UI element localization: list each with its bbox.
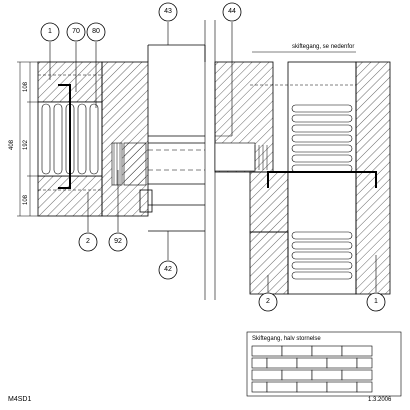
right-wall-section [214,51,391,295]
right-reinforcement-bar [267,171,377,188]
callout-2-bottom-right [258,292,278,312]
callout-label-2-bottom-left: 2 [86,238,90,245]
callout-80 [86,22,106,42]
callout-1-bottom-right [366,292,386,312]
left-dashed-lines [38,74,102,191]
callout-2-bottom-left [78,232,98,252]
callout-label-42: 42 [164,266,172,273]
drawing-code: M4SD1 [8,396,32,403]
right-insulation-zone [287,61,357,295]
break-line [204,20,216,300]
left-leaf-panel-lines [113,143,121,185]
left-reinforcement-bar [58,84,71,189]
callout-70 [66,22,86,42]
callout-44 [222,2,242,22]
center-joint-hatch [123,142,147,186]
legend-title: Skiftegang, halv stornelse [252,336,321,342]
left-outer-leaf [101,61,149,217]
callout-1-top-left [40,22,60,42]
right-pipe-band [214,142,256,172]
right-inner-leaf [355,61,391,295]
callout-43 [158,2,178,22]
legend-box [246,331,402,397]
callout-circles [40,2,386,312]
callout-label-70: 70 [72,28,80,35]
callout-label-1-bottom-right: 1 [374,298,378,305]
callout-92 [108,232,128,252]
skiftegang-note: skiftegang, se nedenfor [292,44,355,50]
right-insulation-cells [291,104,353,280]
left-wall-section [37,61,103,217]
right-pipe-lines [254,145,268,170]
callout-42 [158,260,178,280]
callout-label-44: 44 [228,8,236,15]
callout-label-2-bottom-right: 2 [266,298,270,305]
callout-label-92: 92 [114,238,122,245]
callout-label-80: 80 [92,28,100,35]
callout-label-43: 43 [164,8,172,15]
dimension-top: 108 [23,81,29,92]
dimension-bottom: 108 [23,194,29,205]
center-joint [139,44,206,232]
right-bottom-block [249,231,289,295]
dimension-total: 408 [9,139,15,150]
callout-leaders [49,22,377,292]
left-dimension-lines [17,61,38,217]
callout-label-1-top-left: 1 [48,28,52,35]
drawing-date: 1.3.2006 [368,397,392,403]
dimension-middle: 192 [23,139,29,150]
